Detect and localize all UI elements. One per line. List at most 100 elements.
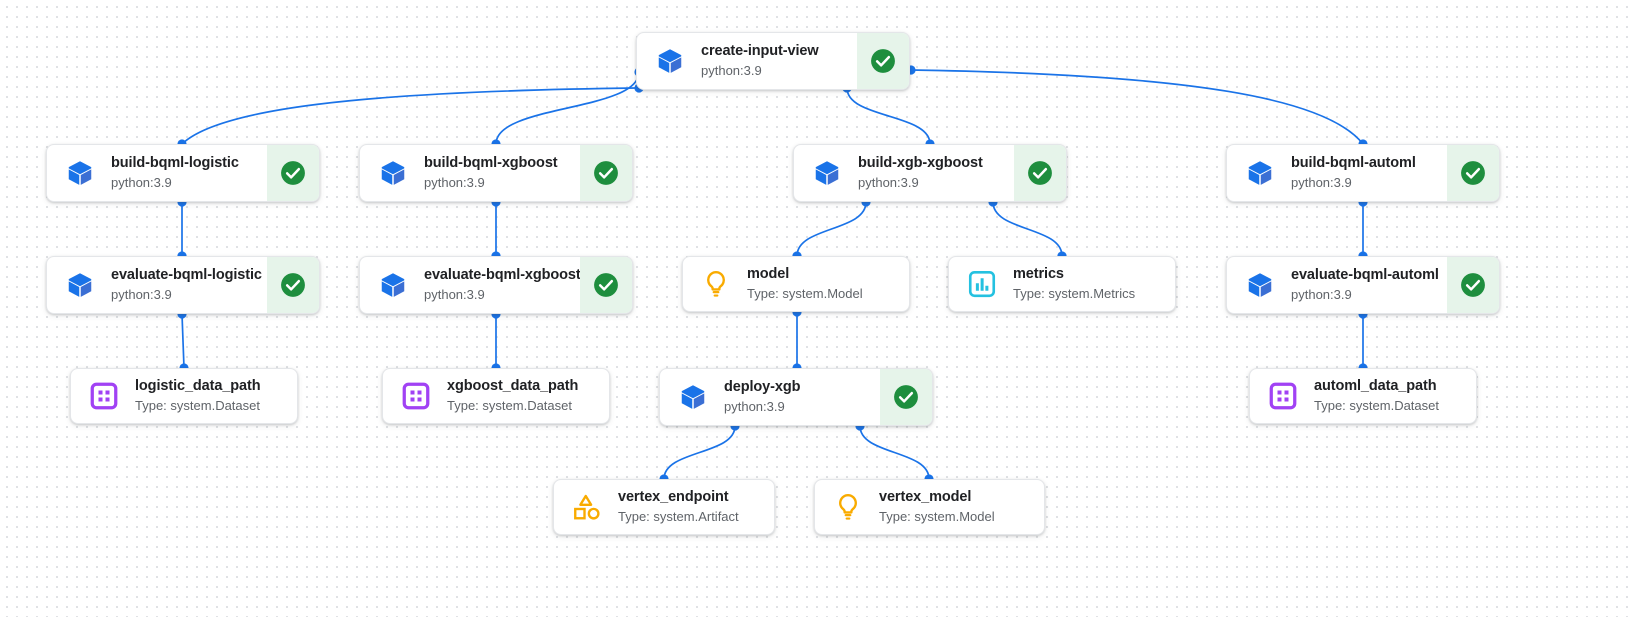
edge-build-xgb-xgboost-to-model bbox=[796, 201, 867, 257]
node-title: model bbox=[747, 266, 790, 283]
cube-icon bbox=[65, 270, 95, 300]
check-circle-icon bbox=[1461, 161, 1485, 185]
check-circle-icon bbox=[1028, 161, 1052, 185]
edge-evaluate-bqml-logistic-to-logistic_data_path bbox=[181, 313, 185, 369]
cube-icon bbox=[1245, 158, 1275, 188]
node-subtitle: Type: system.Dataset bbox=[447, 398, 572, 414]
node-subtitle: Type: system.Model bbox=[879, 509, 995, 525]
dataset-icon bbox=[89, 381, 119, 411]
node-subtitle: Type: system.Dataset bbox=[1314, 398, 1439, 414]
status-badge-succeeded[interactable] bbox=[580, 257, 632, 313]
node-title: build-bqml-automl bbox=[1291, 155, 1416, 172]
lightbulb-icon bbox=[701, 269, 731, 299]
node-subtitle: python:3.9 bbox=[424, 287, 485, 303]
node-subtitle: python:3.9 bbox=[858, 175, 919, 191]
node-text: build-bqml-logistic python:3.9 bbox=[111, 154, 239, 192]
status-badge-succeeded[interactable] bbox=[1447, 257, 1499, 313]
status-badge-succeeded[interactable] bbox=[857, 33, 909, 89]
node-title: build-bqml-logistic bbox=[111, 155, 239, 172]
node-subtitle: python:3.9 bbox=[1291, 175, 1352, 191]
status-badge-succeeded[interactable] bbox=[1014, 145, 1066, 201]
node-body: evaluate-bqml-xgboost python:3.9 bbox=[360, 257, 581, 313]
dag-node-build-bqml-logistic[interactable]: build-bqml-logistic python:3.9 bbox=[46, 144, 320, 202]
edge-deploy-xgb-to-vertex_model bbox=[859, 425, 930, 480]
node-subtitle: python:3.9 bbox=[111, 175, 172, 191]
status-badge-succeeded[interactable] bbox=[580, 145, 632, 201]
node-subtitle: python:3.9 bbox=[111, 287, 172, 303]
node-title: vertex_model bbox=[879, 489, 972, 506]
check-circle-icon bbox=[1461, 273, 1485, 297]
check-circle-icon bbox=[594, 161, 618, 185]
status-badge-succeeded[interactable] bbox=[267, 257, 319, 313]
node-subtitle: python:3.9 bbox=[724, 399, 785, 415]
status-badge-succeeded[interactable] bbox=[1447, 145, 1499, 201]
dag-node-evaluate-bqml-logistic[interactable]: evaluate-bqml-logistic python:3.9 bbox=[46, 256, 320, 314]
check-circle-icon bbox=[594, 273, 618, 297]
dag-node-build-xgb-xgboost[interactable]: build-xgb-xgboost python:3.9 bbox=[793, 144, 1067, 202]
node-text: evaluate-bqml-logistic python:3.9 bbox=[111, 266, 262, 304]
node-title: automl_data_path bbox=[1314, 378, 1437, 395]
node-title: build-bqml-xgboost bbox=[424, 155, 558, 172]
status-badge-succeeded[interactable] bbox=[880, 369, 932, 425]
node-title: xgboost_data_path bbox=[447, 378, 579, 395]
edge-deploy-xgb-to-vertex_endpoint bbox=[663, 425, 736, 480]
check-circle-icon bbox=[894, 385, 918, 409]
node-subtitle: Type: system.Dataset bbox=[135, 398, 260, 414]
node-title: evaluate-bqml-xgboost bbox=[424, 267, 581, 284]
edge-create-input-view-to-build-bqml-xgboost bbox=[495, 71, 640, 145]
node-body: build-bqml-logistic python:3.9 bbox=[47, 145, 267, 201]
node-subtitle: Type: system.Model bbox=[747, 286, 863, 302]
dag-node-build-bqml-automl[interactable]: build-bqml-automl python:3.9 bbox=[1226, 144, 1500, 202]
cube-icon bbox=[65, 158, 95, 188]
check-circle-icon bbox=[281, 161, 305, 185]
node-text: build-bqml-automl python:3.9 bbox=[1291, 154, 1416, 192]
cube-icon bbox=[1245, 270, 1275, 300]
check-circle-icon bbox=[281, 273, 305, 297]
edge-build-xgb-xgboost-to-metrics bbox=[992, 201, 1063, 257]
dag-node-evaluate-bqml-xgboost[interactable]: evaluate-bqml-xgboost python:3.9 bbox=[359, 256, 633, 314]
node-subtitle: Type: system.Artifact bbox=[618, 509, 739, 525]
node-subtitle: python:3.9 bbox=[701, 63, 762, 79]
dataset-icon bbox=[401, 381, 431, 411]
cube-icon bbox=[678, 382, 708, 412]
dataset-icon bbox=[1268, 381, 1298, 411]
node-title: vertex_endpoint bbox=[618, 489, 729, 506]
artifact-shapes-icon bbox=[572, 492, 602, 522]
status-badge-succeeded[interactable] bbox=[267, 145, 319, 201]
node-title: evaluate-bqml-logistic bbox=[111, 267, 262, 284]
edge-create-input-view-to-build-bqml-automl bbox=[910, 69, 1364, 145]
node-title: build-xgb-xgboost bbox=[858, 155, 983, 172]
cube-icon bbox=[378, 270, 408, 300]
edge-create-input-view-to-build-xgb-xgboost bbox=[846, 87, 931, 145]
lightbulb-icon bbox=[833, 492, 863, 522]
node-text: evaluate-bqml-xgboost python:3.9 bbox=[424, 266, 581, 304]
